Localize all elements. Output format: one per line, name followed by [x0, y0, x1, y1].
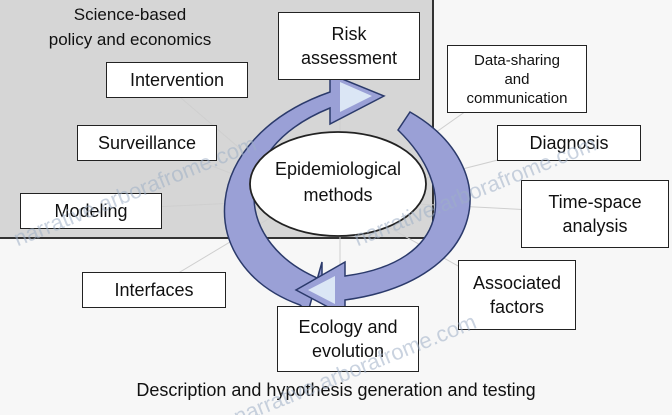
region-title: Science-based policy and economics: [48, 5, 212, 49]
node-modeling: Modeling: [20, 193, 162, 229]
cycle-arrow-left: [223, 72, 386, 314]
node-ecology-evolution: Ecology and evolution: [277, 306, 419, 372]
center-ellipse: [249, 131, 427, 237]
node-intervention: Intervention: [106, 62, 248, 98]
footer-caption: Description and hypothesis generation an…: [136, 380, 536, 400]
node-risk-assessment: Risk assessment: [278, 12, 420, 80]
node-diagnosis: Diagnosis: [497, 125, 641, 161]
node-time-space-analysis: Time-space analysis: [521, 180, 669, 248]
node-surveillance: Surveillance: [77, 125, 217, 161]
center-label: Epidemiological methods: [274, 159, 402, 205]
node-interfaces: Interfaces: [82, 272, 226, 308]
node-data-sharing: Data-sharing and communication: [447, 45, 587, 113]
node-associated-factors: Associated factors: [458, 260, 576, 330]
